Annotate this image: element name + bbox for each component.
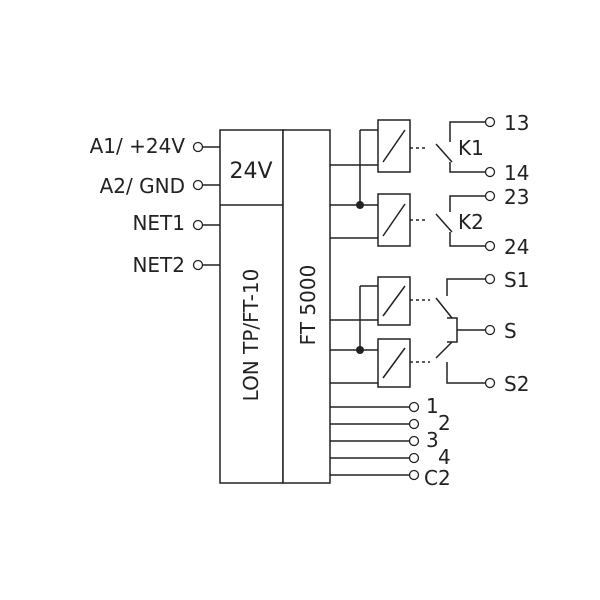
- k1-contact-lower: [449, 162, 485, 173]
- switch-section: S1 S S2: [330, 268, 529, 396]
- relay-section: 13 14 K1 23 24 K2: [330, 111, 529, 259]
- label-io-1: 1: [426, 394, 439, 418]
- label-net1: NET1: [132, 211, 185, 235]
- terminal-io-1: [408, 401, 420, 413]
- relay-k2-coil-slash: [382, 203, 406, 237]
- label-a1-24v: A1/ +24V: [90, 134, 186, 158]
- power-label: 24V: [229, 159, 272, 184]
- terminal-s: [484, 324, 496, 336]
- label-net2: NET2: [132, 253, 185, 277]
- terminal-net1: [192, 219, 204, 231]
- ft-block: [282, 129, 331, 484]
- k1-contact-upper: [449, 121, 485, 142]
- terminal-s2: [484, 377, 496, 389]
- terminal-a1: [192, 141, 204, 153]
- terminal-io-2: [408, 418, 420, 430]
- lon-block: [219, 129, 284, 484]
- s2-blade: [435, 341, 453, 359]
- s1-wire: [446, 278, 485, 296]
- junction-s: [356, 346, 364, 354]
- terminal-io-4: [408, 452, 420, 464]
- label-io-2: 2: [438, 411, 451, 435]
- k2-contact-lower: [449, 232, 485, 247]
- relay-k1-coil: [377, 119, 411, 173]
- label-14: 14: [504, 161, 529, 185]
- lon-label: LON TP/FT-10: [239, 269, 263, 402]
- terminal-13: [484, 116, 496, 128]
- terminal-a2: [192, 179, 204, 191]
- terminal-24: [484, 240, 496, 252]
- switch-coil-2-slash: [382, 347, 406, 379]
- k1-contact-blade: [435, 143, 453, 163]
- terminal-io-3: [408, 435, 420, 447]
- k2-contact-upper: [449, 195, 485, 212]
- terminal-14: [484, 166, 496, 178]
- label-k1: K1: [458, 136, 484, 160]
- s-common-bracket: [447, 317, 458, 343]
- label-13: 13: [504, 111, 529, 135]
- label-io-c2: C2: [424, 466, 451, 490]
- label-24: 24: [504, 235, 529, 259]
- label-a2-gnd: A2/ GND: [100, 174, 185, 198]
- ft-label: FT 5000: [296, 265, 320, 346]
- switch-coil-1-slash: [382, 285, 406, 317]
- terminal-io-c2: [408, 469, 420, 481]
- label-s2: S2: [504, 372, 529, 396]
- terminal-23: [484, 190, 496, 202]
- io-section: 1 2 3 4 C2: [330, 394, 451, 490]
- s2-wire: [446, 362, 485, 384]
- label-23: 23: [504, 185, 529, 209]
- terminal-s1: [484, 273, 496, 285]
- k2-contact-blade: [435, 213, 453, 233]
- relay-k1-coil-slash: [382, 129, 406, 163]
- terminal-net2: [192, 259, 204, 271]
- input-terminals: A1/ +24V A2/ GND NET1 NET2: [90, 134, 220, 277]
- module-blocks: 24V LON TP/FT-10 FT 5000: [219, 129, 331, 484]
- label-s: S: [504, 319, 517, 343]
- label-io-4: 4: [438, 445, 451, 469]
- label-io-3: 3: [426, 428, 439, 452]
- s1-blade: [435, 297, 453, 319]
- label-k2: K2: [458, 210, 484, 234]
- label-s1: S1: [504, 268, 529, 292]
- junction-k: [356, 201, 364, 209]
